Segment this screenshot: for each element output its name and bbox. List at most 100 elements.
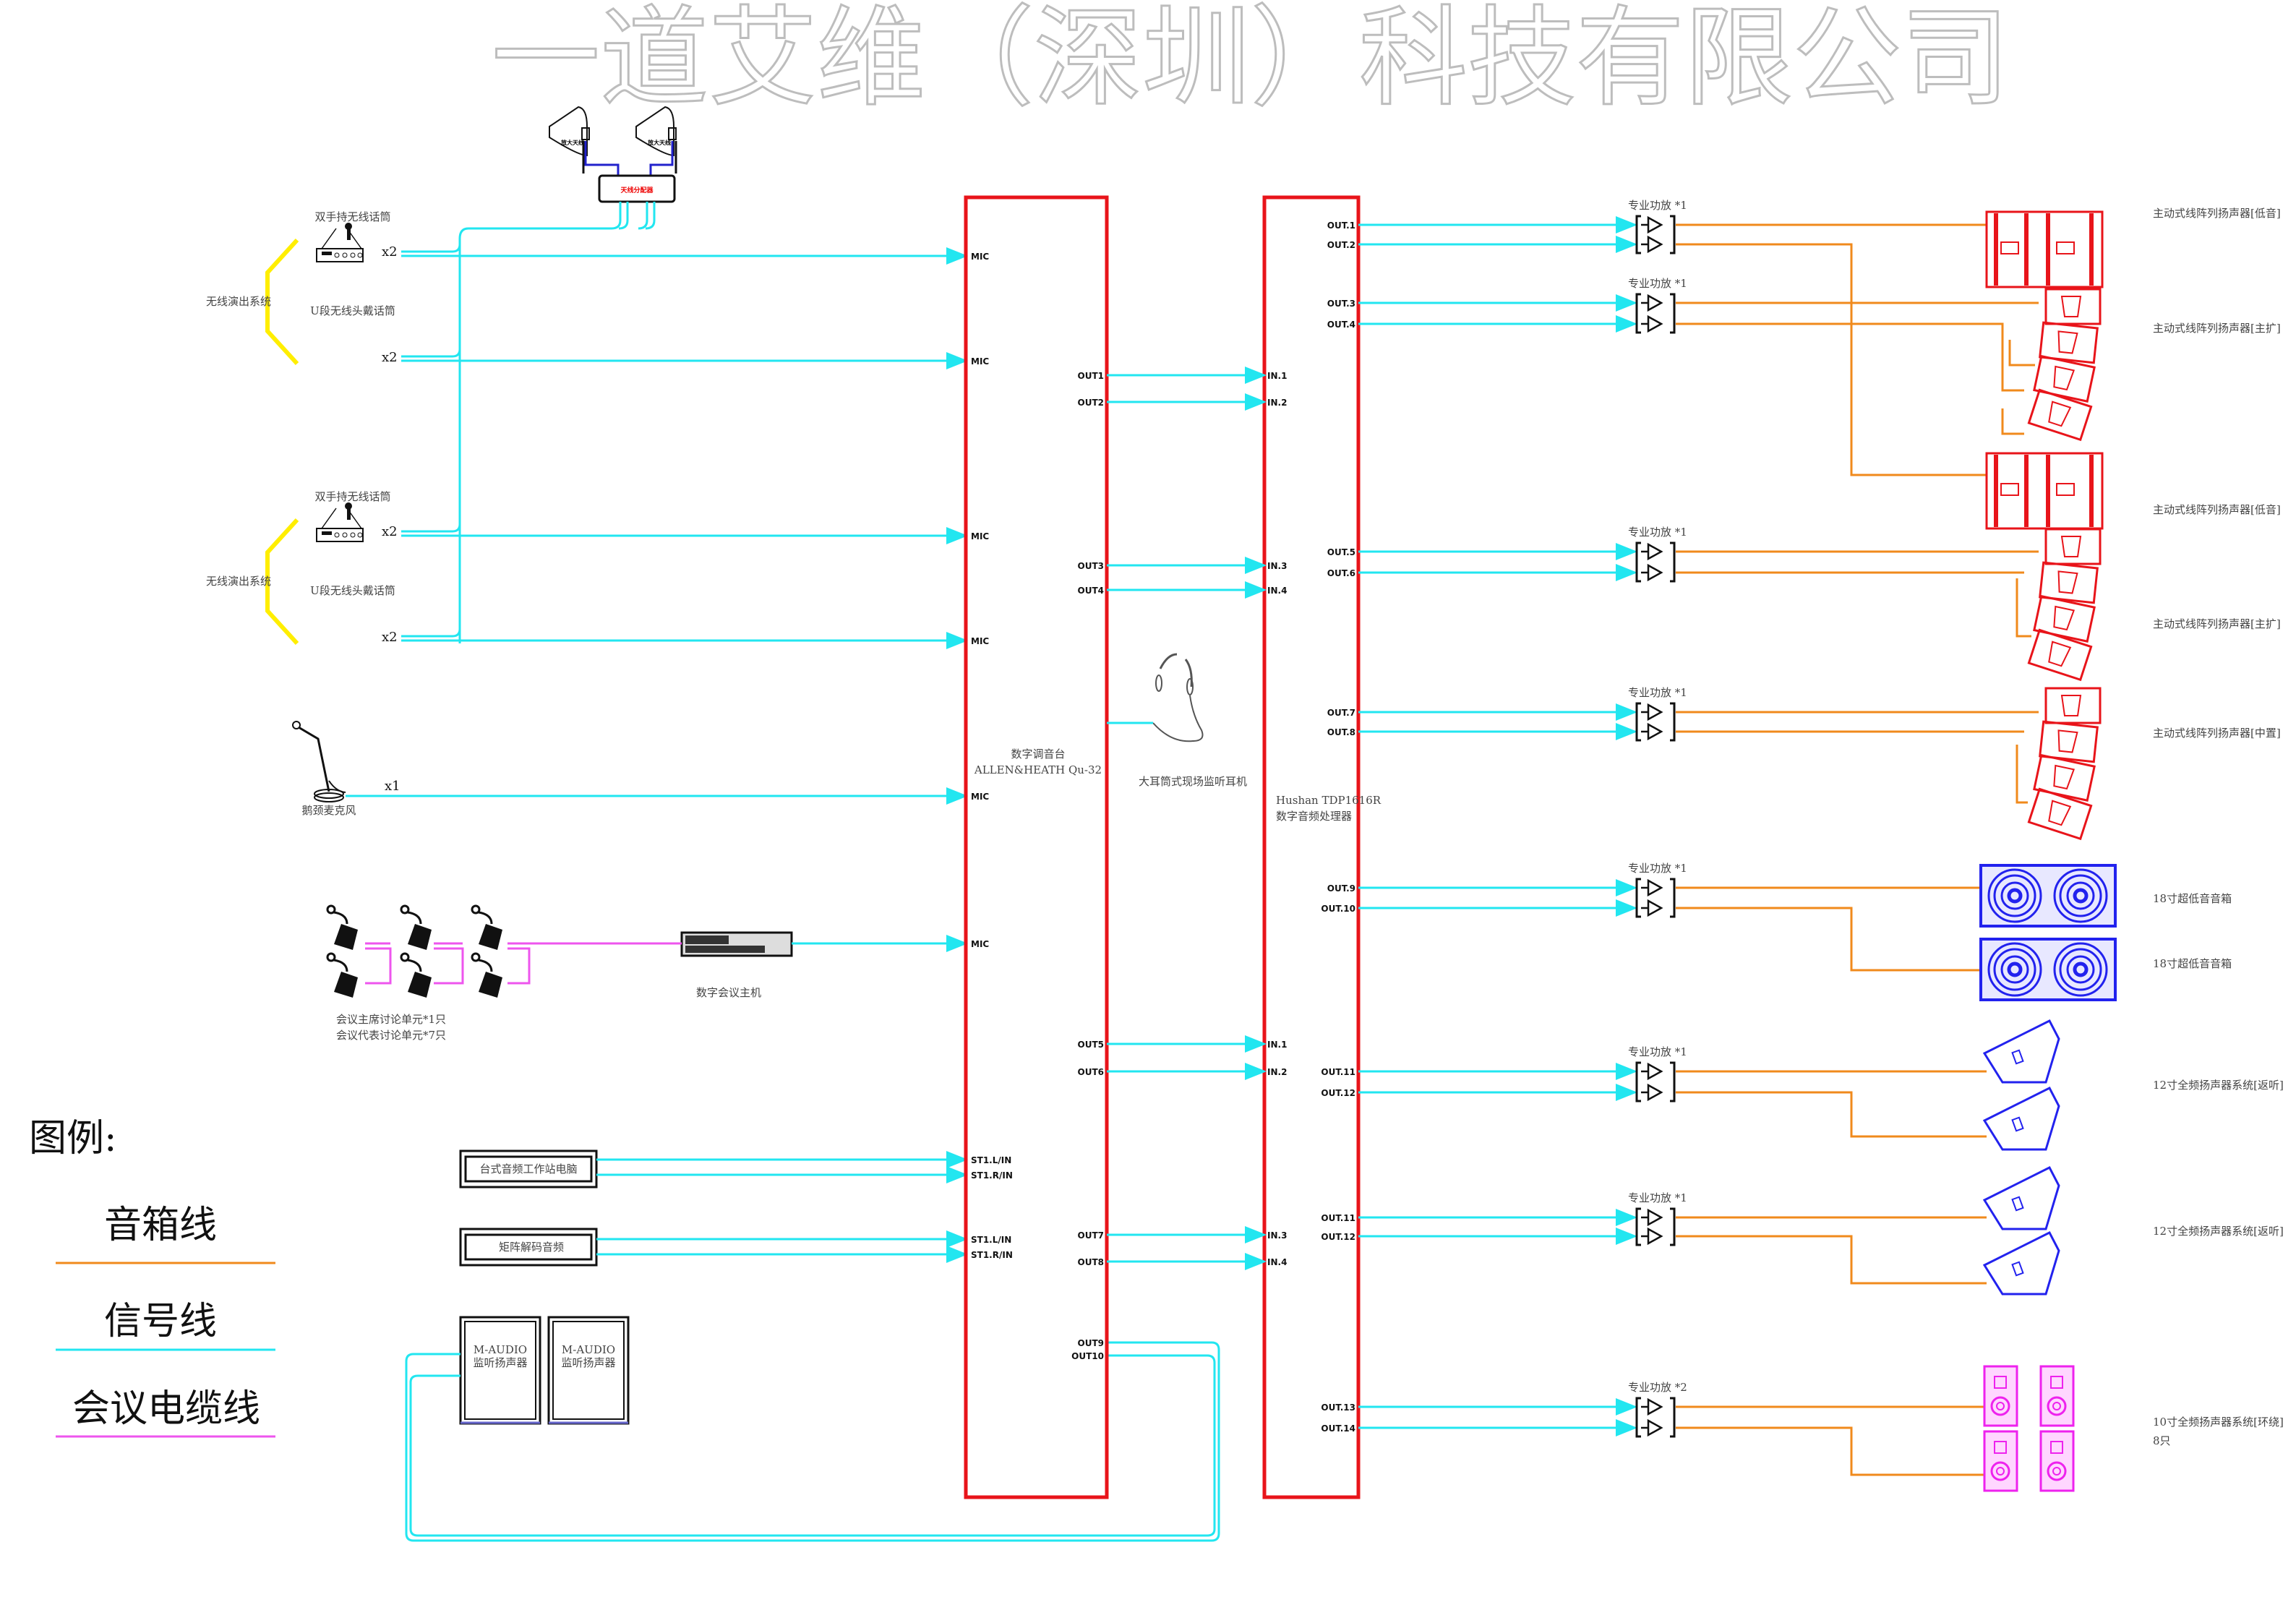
surround-speaker-icon	[2039, 1365, 2075, 1427]
speaker-label: 10寸全频扬声器系统[环绕]	[2153, 1416, 2284, 1429]
bracket	[265, 518, 299, 646]
amplifier-icon	[1641, 1083, 1663, 1102]
qty-label: x2	[382, 630, 398, 645]
monitor-label: M-AUDIO	[562, 1343, 615, 1356]
processor-model: Hushan TDP1616R	[1276, 794, 1382, 807]
power-amplifier: 专业功放 *2	[1628, 1381, 1687, 1438]
console-output-port: OUT8	[1078, 1257, 1104, 1267]
stage-monitor-icon	[1982, 1086, 2060, 1151]
antenna-icon: 放大天线	[635, 106, 677, 157]
amplifier-icon	[1641, 542, 1663, 561]
processor-input-port: IN.4	[1267, 586, 1287, 596]
speaker-cable	[1676, 322, 2035, 435]
monitor-label: 监听扬声器	[561, 1356, 615, 1369]
processor-output-port: OUT.5	[1327, 547, 1355, 557]
speaker-label: 主动式线阵列扬声器[中置]	[2153, 727, 2281, 740]
amplifier-icon	[1641, 1062, 1663, 1081]
console-output-port: OUT10	[1071, 1351, 1104, 1361]
processor-output-port: OUT.11	[1321, 1213, 1355, 1223]
console-output-port: OUT6	[1078, 1067, 1104, 1077]
power-amplifier: 专业功放 *1	[1628, 862, 1687, 918]
stage-monitor-icon	[1982, 1165, 2060, 1230]
amplifier-icon	[1641, 722, 1663, 741]
processor-output-port: OUT.13	[1321, 1403, 1355, 1413]
processor-input-port: IN.4	[1267, 1257, 1287, 1267]
antenna-group: 放大天线 放大天线 天线分配器	[458, 106, 677, 643]
watermark: 一道艾维（深圳）科技有限公司	[492, 0, 2010, 121]
conference-units-label: 会议主席讨论单元*1只	[336, 1013, 446, 1026]
line-array-speaker-icon	[2027, 687, 2102, 841]
processor-output-port: OUT.4	[1327, 320, 1355, 330]
speaker-label: 主动式线阵列扬声器[低音]	[2153, 503, 2281, 516]
antenna-combiner	[598, 174, 676, 203]
source-label: 台式音频工作站电脑	[479, 1162, 577, 1176]
processor-output-port: OUT.12	[1321, 1232, 1355, 1242]
qty-label: x2	[382, 244, 398, 260]
amplifier-icon	[1641, 1227, 1663, 1246]
console-output-port: OUT3	[1078, 561, 1104, 571]
headphone-icon: 大耳筒式现场监听耳机	[1107, 653, 1247, 788]
power-amplifier: 专业功放 *1	[1628, 526, 1687, 583]
qty-label: x2	[382, 524, 398, 539]
gooseneck-qty: x1	[385, 779, 400, 794]
source-computer: 台式音频工作站电脑	[459, 1149, 968, 1189]
speaker-label: 12寸全频扬声器系统[返听]	[2153, 1079, 2284, 1092]
speaker-qty: 8只	[2153, 1434, 2171, 1447]
system-label: 无线演出系统	[206, 575, 271, 588]
monitor-label: M-AUDIO	[474, 1343, 527, 1356]
bracket	[265, 238, 299, 366]
amplifier-icon	[1641, 899, 1663, 917]
conference-units-label: 会议代表讨论单元*7只	[336, 1029, 446, 1042]
console-input-port: ST1.R/IN	[971, 1170, 1013, 1181]
amplifier-icon	[1641, 215, 1663, 234]
headset-label: U段无线头戴话筒	[310, 584, 395, 597]
console-input-port: MIC	[971, 792, 989, 802]
antenna-label: 放大天线	[647, 139, 671, 146]
console-input-port: ST1.L/IN	[971, 1235, 1011, 1245]
amplifier-icon	[1641, 1397, 1663, 1416]
processor-input-port: IN.2	[1267, 1067, 1287, 1077]
legend-label-speaker-cable: 音箱线	[104, 1204, 217, 1247]
conference-unit-icon	[471, 952, 502, 998]
processor-output-port: OUT.1	[1327, 220, 1355, 231]
console-input-port: ST1.L/IN	[971, 1155, 1011, 1165]
microphone-icon	[345, 502, 352, 510]
line-array-speaker-icon	[2027, 528, 2102, 682]
gooseneck-mic: 鹅颈麦克风 x1	[292, 721, 968, 817]
amplifier-icon	[1641, 1208, 1663, 1227]
headphone-label: 大耳筒式现场监听耳机	[1139, 775, 1247, 788]
amplifier-icon	[1641, 563, 1663, 582]
speaker-cable	[1676, 1235, 1987, 1285]
console-input-port: MIC	[971, 252, 989, 262]
speaker-cable	[1676, 1091, 1987, 1138]
legend-label-conference-cable: 会议电缆线	[72, 1387, 260, 1431]
processor-input-port: IN.3	[1267, 561, 1287, 571]
line-array-sub-icon	[1985, 210, 2104, 288]
processor-output-port: OUT.8	[1327, 727, 1355, 737]
processor-label: 数字音频处理器	[1276, 810, 1352, 823]
legend-title: 图例:	[29, 1117, 117, 1160]
speaker-cable	[1676, 1426, 1984, 1476]
conference-host-label: 数字会议主机	[696, 986, 761, 999]
conference-unit-icon	[326, 952, 358, 998]
audio-processor	[1262, 195, 1361, 1499]
monitor-return-cable	[405, 1341, 1220, 1542]
console-input-port: MIC	[971, 356, 989, 367]
processor-output-port: OUT.2	[1327, 240, 1355, 250]
speaker-cable	[1676, 907, 1979, 972]
digital-mixer-console	[964, 195, 1109, 1499]
processor-output-port: OUT.7	[1327, 708, 1355, 718]
monitor-speaker: M-AUDIO 监听扬声器	[459, 1316, 541, 1425]
processor-output-port: OUT.14	[1321, 1423, 1355, 1434]
conference-unit-icon	[326, 904, 358, 950]
qty-label: x2	[382, 350, 398, 365]
amplifier-icon	[1641, 878, 1663, 897]
console-output-port: OUT7	[1078, 1230, 1104, 1241]
headset-label: U段无线头戴话筒	[310, 304, 395, 317]
subwoofer-icon	[1979, 938, 2117, 1001]
processor-input-port: IN.1	[1267, 371, 1287, 381]
power-amplifier: 专业功放 *1	[1628, 199, 1687, 254]
processor-output-port: OUT.10	[1321, 904, 1355, 914]
